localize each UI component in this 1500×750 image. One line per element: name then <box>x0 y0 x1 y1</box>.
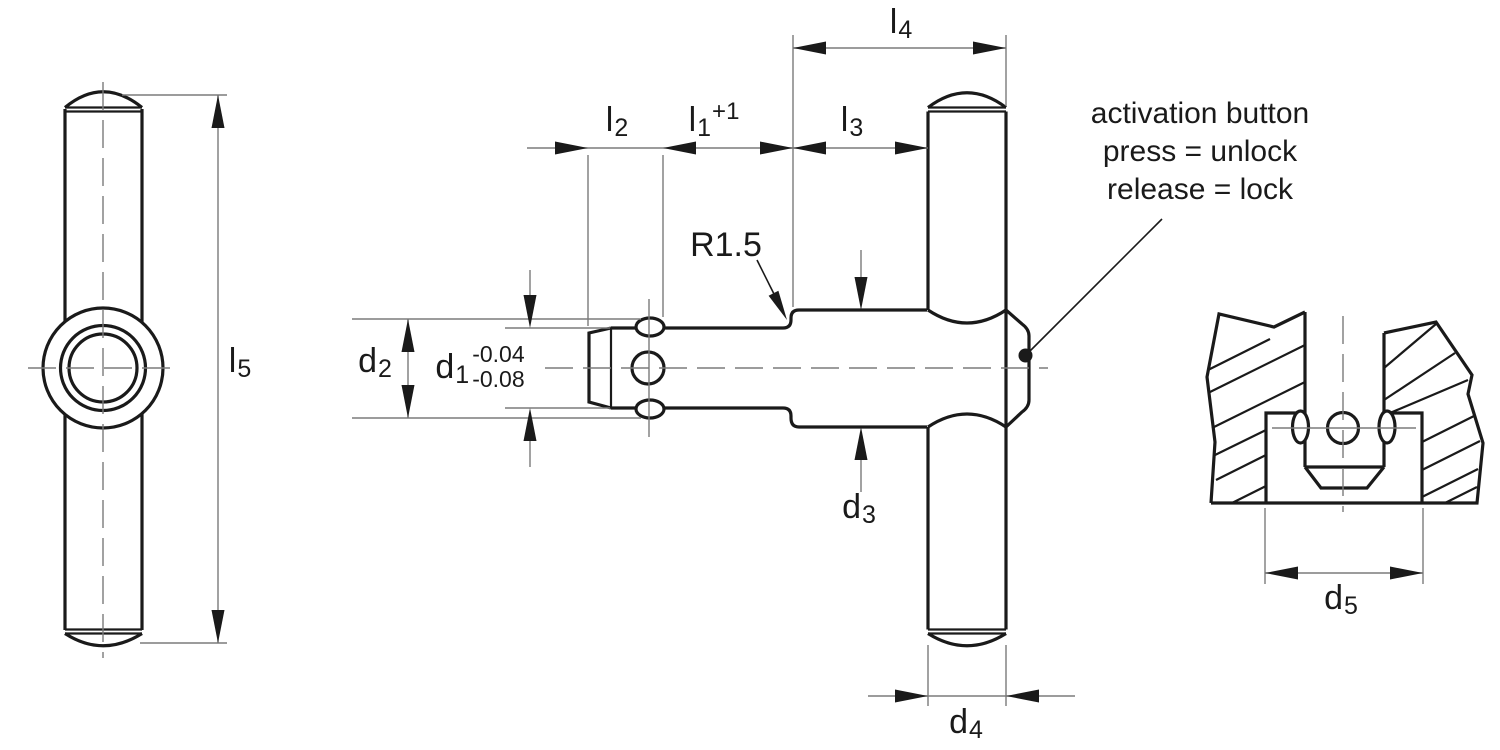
label-sub: 1 <box>697 114 712 142</box>
locking-ball-bottom <box>634 398 666 420</box>
radius-leader-arrow <box>768 290 787 320</box>
handle-cap-top-arc <box>927 91 1007 109</box>
dimension-lines <box>122 35 1424 706</box>
label-tolerance: +1 <box>712 98 740 125</box>
label-base: l <box>605 101 614 139</box>
label-sub: 4 <box>969 716 983 744</box>
activation-leader-line <box>1029 218 1163 352</box>
label-sub: 1 <box>455 361 470 389</box>
label-tolerance-stack: -0.04 -0.08 <box>472 342 524 392</box>
tolerance-lower: -0.08 <box>472 366 525 392</box>
note-line-2: press = unlock <box>1102 135 1298 168</box>
note-line-3: release = lock <box>1107 173 1293 206</box>
dim-label-radius: R1.5 <box>690 228 762 262</box>
dimension-arrowheads <box>211 41 1423 703</box>
block-outline-right <box>1211 320 1485 505</box>
label-sub: 3 <box>849 114 864 142</box>
radius-leader-line <box>756 259 776 297</box>
label-sub: 3 <box>862 501 876 529</box>
hub-fillet-top <box>927 308 1007 325</box>
label-base: d <box>842 488 862 526</box>
handle-cap-bottom-arc <box>64 632 143 648</box>
locking-ball-top <box>634 316 666 338</box>
label-sub: 5 <box>237 355 252 383</box>
note-line-1: activation button <box>1090 97 1310 130</box>
label-base: l <box>228 342 237 380</box>
counterbore-left <box>1264 411 1296 503</box>
label-base: l <box>889 3 898 41</box>
label-sub: 2 <box>378 355 392 383</box>
handle-cap-bottom-arc <box>927 632 1007 648</box>
activation-button-note: activation button press = unlock release… <box>1091 95 1309 209</box>
locking-ball-left <box>1290 409 1311 445</box>
block-outline-left <box>1205 310 1306 504</box>
label-base: d <box>358 342 378 380</box>
shank-bottom-edge <box>611 406 927 429</box>
label-sub: 2 <box>614 114 629 142</box>
label-sub: 4 <box>898 16 913 44</box>
center-lines <box>28 82 1344 658</box>
pin-tip-section <box>1303 465 1386 490</box>
label-base: R1.5 <box>690 226 762 264</box>
leaders <box>756 218 1163 363</box>
activation-button-dot <box>1018 348 1033 363</box>
shank-top-edge <box>611 308 927 330</box>
label-base: l <box>840 101 849 139</box>
label-sub: 5 <box>1344 592 1358 620</box>
tolerance-upper: -0.04 <box>472 341 525 367</box>
label-base: d <box>435 348 455 386</box>
hatching <box>1207 323 1481 504</box>
hub-fillet-bottom <box>927 412 1007 429</box>
section-view <box>1205 310 1485 505</box>
front-view <box>587 91 1031 648</box>
counterbore-right <box>1390 411 1424 503</box>
locking-ball-right <box>1377 409 1397 445</box>
label-base: l <box>688 101 697 139</box>
label-base: d <box>1324 579 1344 617</box>
label-base: d <box>949 703 969 741</box>
